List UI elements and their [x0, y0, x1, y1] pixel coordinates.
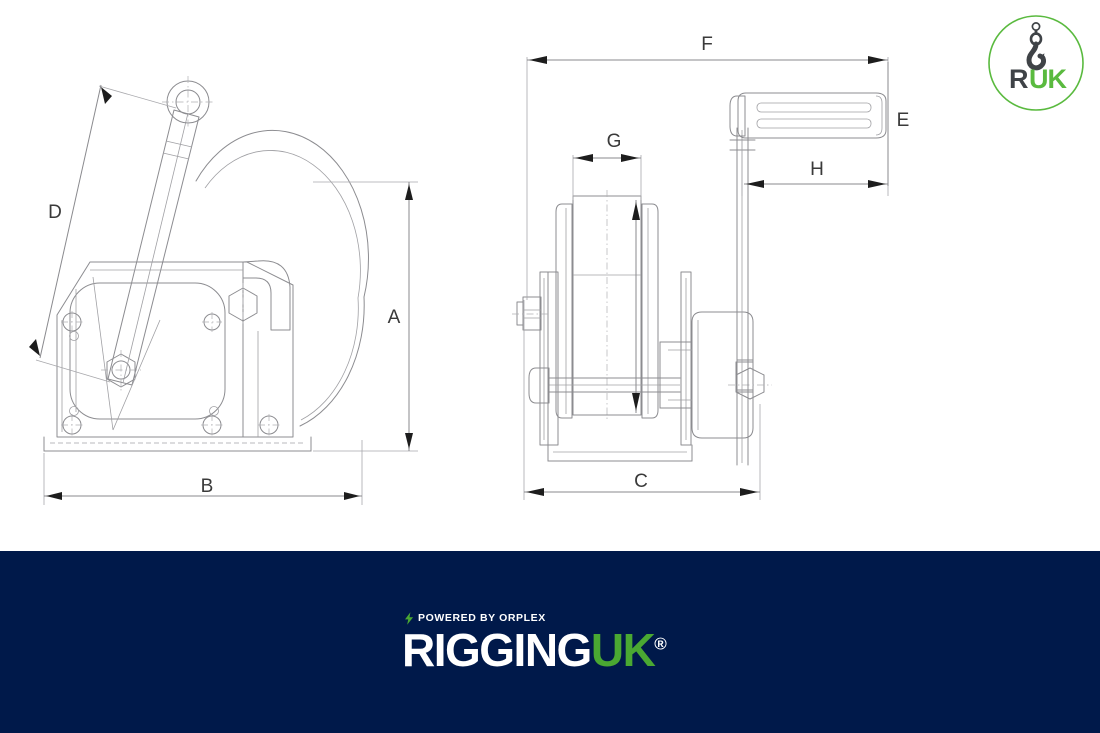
- wordmark-uk: UK: [590, 623, 656, 676]
- bolt-head: [61, 311, 83, 341]
- technical-drawing-svg: A B D: [29, 34, 910, 505]
- powered-by-text: POWERED BY ORPLEX: [418, 612, 546, 624]
- dimension-B: B: [43, 440, 363, 505]
- footer-logo-block: POWERED BY ORPLEX RIGGINGUK®: [0, 551, 1100, 733]
- dimension-D: D: [29, 84, 177, 383]
- gearbox-housing: [659, 311, 754, 439]
- dimension-C: C: [523, 300, 761, 500]
- dimension-label-H: H: [810, 159, 824, 180]
- dimension-label-E: E: [897, 110, 910, 131]
- wordmark-rigging: RIGGING: [402, 623, 592, 676]
- base-plate: [43, 436, 312, 452]
- rope-guide-neck: [242, 260, 291, 438]
- crank-handle-post: [729, 127, 756, 466]
- dimension-H: H: [741, 140, 888, 196]
- dimension-F: F: [526, 34, 889, 300]
- crane-hook-icon: [1026, 22, 1046, 71]
- drum-barrel: [572, 190, 642, 420]
- bolt-head: [258, 414, 280, 436]
- dimension-A: A: [313, 181, 418, 452]
- footer-wordmark: RIGGINGUK®: [402, 627, 682, 673]
- bolt-heads-group: [61, 311, 280, 436]
- dimension-label-D: D: [48, 202, 62, 223]
- dimension-E: E: [887, 62, 910, 186]
- dimension-label-C: C: [634, 471, 648, 492]
- ruk-logo-badge: R UK: [988, 15, 1084, 111]
- badge-ring: [988, 15, 1084, 111]
- bolt-head: [61, 406, 83, 436]
- drum-flange-right: [641, 203, 659, 419]
- side-plate-right: [680, 271, 692, 446]
- drum-axle-shaft: [528, 367, 681, 404]
- front-view-group: [512, 92, 887, 466]
- dimension-label-G: G: [607, 131, 622, 152]
- lightning-bolt-icon: [405, 611, 414, 625]
- drum-flange-circle: [195, 129, 369, 427]
- footer-band: [0, 551, 1100, 733]
- dimension-G: G: [572, 131, 642, 413]
- dimension-label-B: B: [201, 476, 214, 497]
- axle-bolt-left: [512, 296, 548, 331]
- crank-handle-grip: [729, 92, 887, 139]
- winch-body-side-plate: [56, 261, 294, 438]
- dimension-label-A: A: [388, 307, 401, 328]
- badge-text-uk: UK: [1029, 64, 1067, 94]
- technical-drawing-area: A B D: [29, 34, 910, 505]
- registered-mark: ®: [654, 634, 667, 654]
- bolt-head: [201, 406, 223, 436]
- side-plate-left: [539, 271, 559, 446]
- crank-shaft-right: [728, 359, 772, 400]
- hex-nut-large: [228, 283, 258, 326]
- badge-text-r: R: [1009, 64, 1028, 94]
- badge-wordmark: R UK: [1009, 64, 1068, 94]
- handle-lever-arm: [90, 76, 243, 431]
- front-base-plate: [547, 444, 693, 462]
- powered-by-row: POWERED BY ORPLEX: [405, 611, 682, 625]
- dimension-label-F: F: [701, 34, 713, 55]
- drum-flange-left: [555, 203, 573, 419]
- side-view-group: [43, 76, 369, 452]
- bolt-head: [202, 312, 222, 332]
